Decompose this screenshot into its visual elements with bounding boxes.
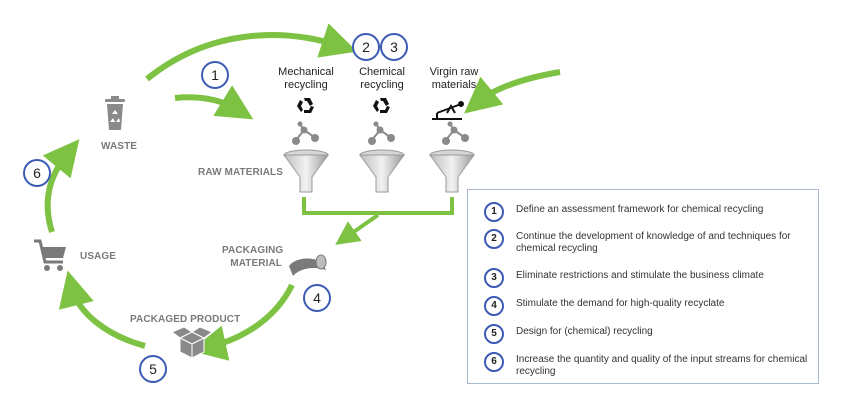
legend-item: 4 Stimulate the demand for high-quality … bbox=[484, 296, 810, 316]
molecule-icon bbox=[292, 121, 319, 145]
badge-5: 5 bbox=[139, 355, 167, 383]
funnel-collector bbox=[302, 197, 454, 215]
recycle-icon bbox=[297, 98, 314, 113]
legend-text: Increase the quantity and quality of the… bbox=[516, 354, 808, 377]
molecule-icon bbox=[368, 121, 395, 145]
badge-6: 6 bbox=[23, 159, 51, 187]
source-label-chemical: Chemical recycling bbox=[359, 66, 405, 91]
source-label-mechanical: Mechanical recycling bbox=[278, 66, 334, 91]
raw-materials-label: RAW MATERIALS bbox=[198, 167, 283, 178]
usage-label: USAGE bbox=[80, 251, 117, 262]
legend-item: 6 Increase the quantity and quality of t… bbox=[484, 352, 810, 378]
badge-1: 1 bbox=[201, 61, 229, 89]
box-icon bbox=[171, 326, 213, 359]
legend-number: 5 bbox=[484, 324, 504, 344]
recycle-icon bbox=[373, 98, 390, 113]
packaged-product-label: PACKAGED PRODUCT bbox=[130, 314, 241, 325]
molecule-icon bbox=[442, 121, 469, 145]
legend-text: Design for (chemical) recycling bbox=[516, 326, 653, 337]
arrow-waste-to-mechanical bbox=[174, 85, 254, 120]
badge-3: 3 bbox=[380, 33, 408, 61]
legend-box: 1 Define an assessment framework for che… bbox=[467, 189, 819, 384]
arrow-waste-to-chemical bbox=[145, 23, 358, 82]
packaging-roll-icon bbox=[289, 254, 327, 276]
legend-text: Define an assessment framework for chemi… bbox=[516, 204, 764, 215]
waste-bin-icon bbox=[105, 96, 125, 130]
badge-4: 4 bbox=[303, 284, 331, 312]
source-label-virgin: Virgin raw materials bbox=[429, 66, 479, 91]
legend-text: Stimulate the demand for high-quality re… bbox=[516, 298, 725, 309]
legend-number: 2 bbox=[484, 229, 504, 249]
legend-number: 3 bbox=[484, 268, 504, 288]
legend-number: 1 bbox=[484, 202, 504, 222]
arrow-usage-to-waste bbox=[42, 139, 80, 233]
funnel-icon bbox=[429, 149, 475, 193]
legend-item: 2 Continue the development of knowledge … bbox=[484, 229, 810, 255]
legend-item: 5 Design for (chemical) recycling bbox=[484, 324, 810, 344]
waste-label: WASTE bbox=[101, 141, 138, 152]
shopping-cart-icon bbox=[34, 239, 66, 271]
legend-number: 4 bbox=[484, 296, 504, 316]
legend-item: 1 Define an assessment framework for che… bbox=[484, 202, 810, 222]
funnel-icon bbox=[283, 149, 329, 193]
arrow-raw-to-packaging bbox=[335, 213, 380, 245]
arrow-packaging-to-product bbox=[190, 283, 295, 361]
funnel-icon bbox=[359, 149, 405, 193]
arrow-virgin-in bbox=[464, 69, 561, 114]
legend-text: Eliminate restrictions and stimulate the… bbox=[516, 270, 764, 281]
packaging-material-label: PACKAGING MATERIAL bbox=[222, 245, 284, 269]
oil-pump-icon bbox=[432, 101, 464, 120]
legend-number: 6 bbox=[484, 352, 504, 372]
arrow-product-to-usage bbox=[58, 270, 146, 349]
legend-text: Continue the development of knowledge of… bbox=[516, 231, 791, 254]
badge-2: 2 bbox=[352, 33, 380, 61]
legend-item: 3 Eliminate restrictions and stimulate t… bbox=[484, 268, 810, 288]
